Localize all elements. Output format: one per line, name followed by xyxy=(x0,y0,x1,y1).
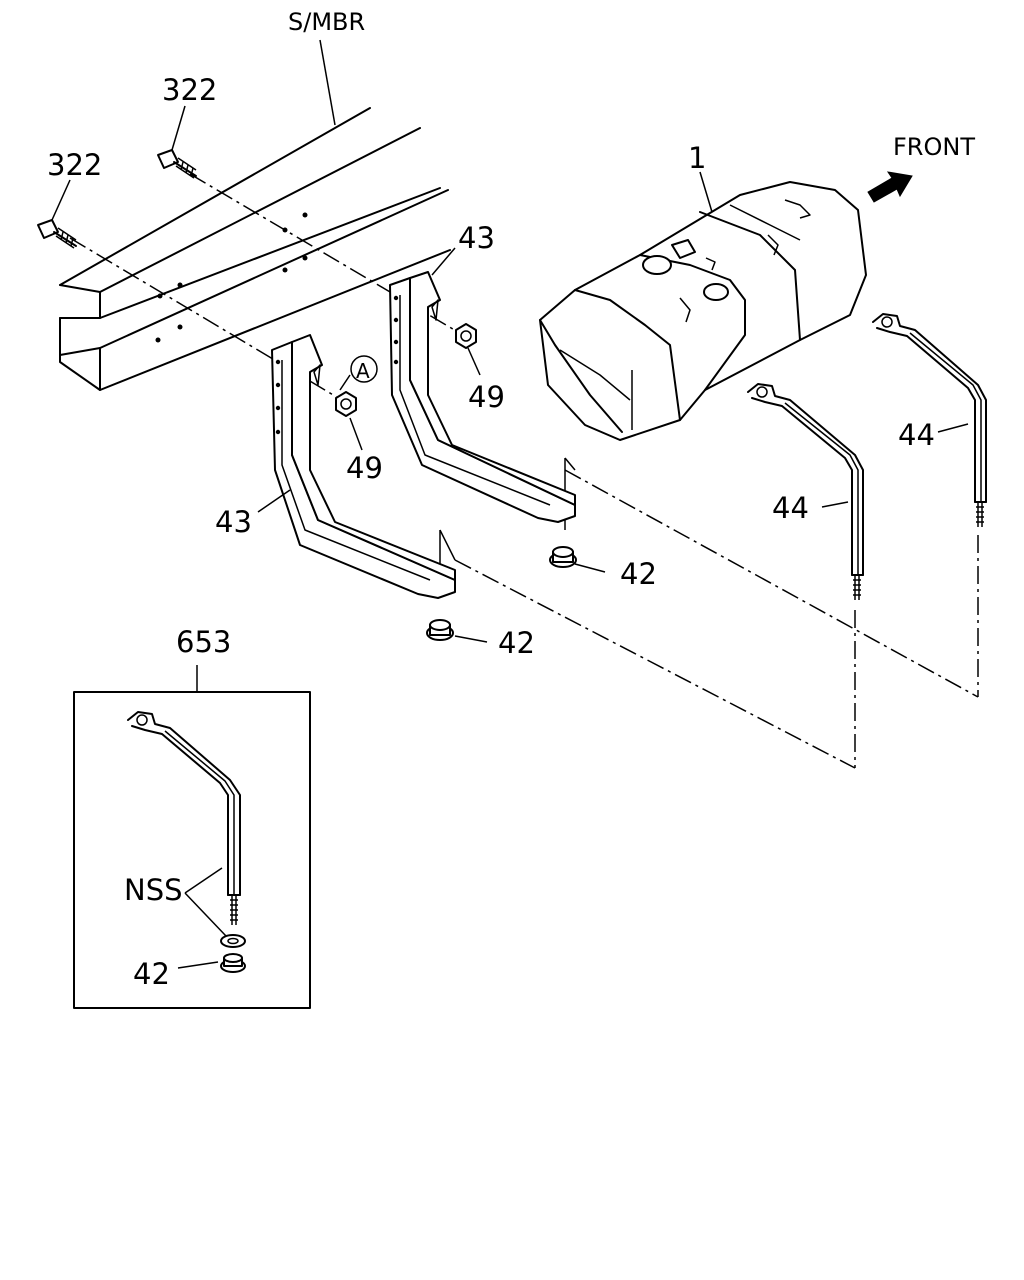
label-bracket-front: 43 xyxy=(215,505,252,539)
label-side-member: S/MBR xyxy=(288,8,365,36)
label-nut-front: 49 xyxy=(346,451,383,485)
bolt-upper-322 xyxy=(157,149,197,179)
kit-strap xyxy=(127,711,241,925)
label-nut-bottom-rear: 42 xyxy=(620,557,657,591)
label-strap-right: 44 xyxy=(898,418,935,452)
circle-ref-a: A xyxy=(350,355,378,383)
kit-box-653 xyxy=(73,665,311,1009)
bracket-front-43 xyxy=(271,334,456,599)
label-front: FRONT xyxy=(893,133,975,161)
side-member xyxy=(59,107,451,391)
nut-front-49 xyxy=(335,391,357,417)
label-nut-rear: 49 xyxy=(468,380,505,414)
label-bracket-rear: 43 xyxy=(458,221,495,255)
label-kit-nut: 42 xyxy=(133,957,170,991)
label-bolt-upper: 322 xyxy=(162,73,217,107)
label-kit: 653 xyxy=(176,625,231,659)
frame-holes xyxy=(155,212,308,343)
fuel-tank xyxy=(539,181,867,441)
label-kit-nss: NSS xyxy=(124,873,183,907)
bolt-lower-322 xyxy=(37,219,77,249)
label-tank: 1 xyxy=(688,141,706,175)
kit-washer xyxy=(220,934,246,948)
bracket-rear-43 xyxy=(389,271,576,523)
kit-nut xyxy=(220,953,246,973)
label-leaders xyxy=(51,105,969,643)
strap-right-44 xyxy=(872,313,987,527)
label-circle-ref: A xyxy=(356,359,370,383)
strap-mid-44 xyxy=(747,383,864,600)
assembly-lines xyxy=(69,39,979,769)
label-strap-mid: 44 xyxy=(772,491,809,525)
label-bolt-lower: 322 xyxy=(47,148,102,182)
nut-rear-49 xyxy=(455,323,477,349)
label-nut-bottom-front: 42 xyxy=(498,626,535,660)
nut-bottom-rear-42 xyxy=(549,546,577,568)
nut-bottom-front-42 xyxy=(426,619,454,641)
labels: S/MBR FRONT 322 322 1 43 43 49 49 A 42 4… xyxy=(47,8,975,991)
front-arrow xyxy=(867,171,913,203)
